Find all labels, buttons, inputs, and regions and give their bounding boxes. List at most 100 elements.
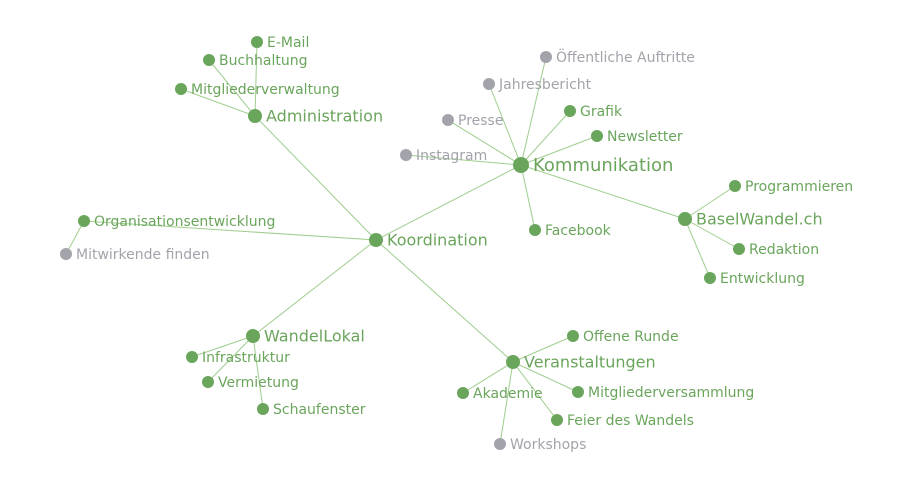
node-mitgliederverwaltung[interactable]: Mitgliederverwaltung [175, 82, 340, 98]
node-oeffentliche-auftritte[interactable]: Öffentliche Auftritte [540, 48, 695, 66]
node-workshops[interactable]: Workshops [494, 437, 586, 453]
edge-kommunikation-facebook [520, 164, 536, 231]
node-akademie[interactable]: Akademie [457, 386, 543, 402]
node-dot [494, 438, 506, 450]
edge-wandellokal-schaufenster [252, 335, 264, 410]
node-label: Veranstaltungen [524, 353, 656, 372]
node-dot [513, 157, 529, 173]
node-jahresbericht[interactable]: Jahresbericht [483, 77, 592, 93]
node-presse[interactable]: Presse [442, 113, 503, 129]
node-wandellokal[interactable]: WandelLokal [246, 327, 365, 346]
node-offene-runde[interactable]: Offene Runde [567, 329, 679, 345]
edge-veranstaltungen-akademie [462, 361, 514, 394]
node-dot [175, 83, 187, 95]
node-label: Facebook [545, 223, 612, 239]
node-dot [733, 243, 745, 255]
node-koordination[interactable]: Koordination [369, 231, 488, 250]
node-infrastruktur[interactable]: Infrastruktur [186, 350, 290, 366]
node-dot [506, 355, 520, 369]
node-dot [400, 149, 412, 161]
edge-organisationsentwicklung-mitwirkende-finden [65, 220, 85, 255]
edge-kommunikation-newsletter [520, 135, 598, 166]
node-feier-des-wandels[interactable]: Feier des Wandels [551, 413, 694, 429]
node-dot [457, 387, 469, 399]
node-dot [529, 224, 541, 236]
node-veranstaltungen[interactable]: Veranstaltungen [506, 353, 656, 372]
node-label: Öffentliche Auftritte [556, 48, 695, 66]
node-dot [564, 105, 576, 117]
node-dot [246, 329, 260, 343]
edge-koordination-veranstaltungen [375, 239, 514, 363]
node-administration[interactable]: Administration [248, 107, 383, 126]
node-vermietung[interactable]: Vermietung [202, 375, 299, 391]
node-newsletter[interactable]: Newsletter [591, 129, 683, 145]
node-facebook[interactable]: Facebook [529, 223, 612, 239]
node-label: Newsletter [607, 129, 683, 145]
edge-kommunikation-jahresbericht [488, 83, 522, 166]
edge-koordination-kommunikation [375, 164, 522, 241]
node-label: Grafik [580, 104, 623, 120]
node-label: Akademie [473, 386, 543, 402]
node-label: Koordination [387, 231, 488, 250]
edge-veranstaltungen-workshops [499, 361, 514, 445]
node-dot [202, 376, 214, 388]
node-dot [248, 109, 262, 123]
node-label: Kommunikation [533, 155, 673, 176]
node-dot [186, 351, 198, 363]
node-programmieren[interactable]: Programmieren [729, 179, 853, 195]
edge-kommunikation-instagram [405, 154, 522, 166]
edge-kommunikation-presse [447, 119, 522, 166]
edge-koordination-organisationsentwicklung [83, 220, 377, 241]
node-label: Presse [458, 113, 503, 129]
edge-veranstaltungen-mitgliederversammlung [512, 361, 579, 393]
edge-baselwandel-redaktion [684, 218, 740, 250]
node-label: Administration [266, 107, 383, 126]
node-entwicklung[interactable]: Entwicklung [704, 271, 805, 287]
node-dot [257, 403, 269, 415]
node-dot [251, 36, 263, 48]
edge-koordination-administration [254, 115, 377, 241]
node-mitgliederversammlung[interactable]: Mitgliederversammlung [572, 385, 754, 401]
edge-administration-buchhaltung [208, 59, 256, 117]
node-label: Mitgliederversammlung [588, 385, 754, 401]
node-dot [60, 248, 72, 260]
node-schaufenster[interactable]: Schaufenster [257, 402, 366, 418]
node-label: Workshops [510, 437, 586, 453]
node-mitwirkende-finden[interactable]: Mitwirkende finden [60, 247, 210, 263]
node-kommunikation[interactable]: Kommunikation [513, 155, 673, 176]
edge-administration-mitgliederverwaltung [180, 88, 256, 117]
node-grafik[interactable]: Grafik [564, 104, 623, 120]
node-label: Vermietung [218, 375, 299, 391]
node-label: Buchhaltung [219, 53, 308, 69]
node-dot [572, 386, 584, 398]
node-label: Feier des Wandels [567, 413, 694, 429]
node-dot [78, 215, 90, 227]
edge-baselwandel-entwicklung [684, 218, 711, 279]
edge-kommunikation-grafik [520, 110, 571, 166]
node-dot [729, 180, 741, 192]
edge-administration-email [254, 41, 258, 117]
node-dot [442, 114, 454, 126]
node-dot [203, 54, 215, 66]
node-label: Instagram [416, 148, 487, 164]
node-instagram[interactable]: Instagram [400, 148, 487, 164]
node-baselwandel[interactable]: BaselWandel.ch [678, 210, 823, 229]
edge-kommunikation-baselwandel [520, 164, 686, 220]
node-label: Offene Runde [583, 329, 679, 345]
edge-koordination-wandellokal [252, 239, 377, 337]
node-organisationsentwicklung[interactable]: Organisationsentwicklung [78, 214, 275, 230]
node-label: Infrastruktur [202, 350, 290, 366]
node-label: Redaktion [749, 242, 819, 258]
node-dot [591, 130, 603, 142]
node-redaktion[interactable]: Redaktion [733, 242, 819, 258]
node-label: Mitgliederverwaltung [191, 82, 340, 98]
node-label: Jahresbericht [498, 77, 592, 93]
edge-kommunikation-oeffentliche-auftritte [520, 56, 547, 166]
node-email[interactable]: E-Mail [251, 35, 309, 51]
node-label: Entwicklung [720, 271, 805, 287]
node-label: Organisationsentwicklung [94, 214, 275, 230]
node-label: Schaufenster [273, 402, 366, 418]
node-label: Mitwirkende finden [76, 247, 210, 263]
node-buchhaltung[interactable]: Buchhaltung [203, 53, 308, 69]
node-label: E-Mail [267, 35, 309, 51]
